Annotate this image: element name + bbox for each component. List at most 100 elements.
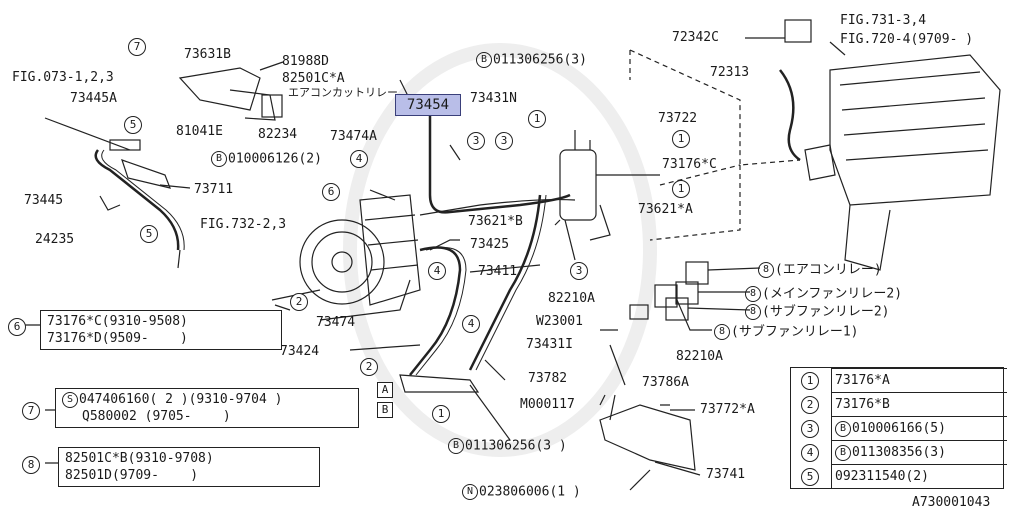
- bracket-73631b: [178, 67, 261, 111]
- legend-bubble-4: 4: [801, 444, 819, 462]
- relay-label-sub-fan-2-text: (サブファンリレー2): [762, 304, 890, 320]
- relay-label-ac: 8(エアコンリレー): [758, 262, 882, 278]
- legend-row-1[interactable]: 73176*A: [831, 368, 1007, 393]
- clip-24235: [99, 195, 121, 211]
- leader-73711: [159, 184, 191, 189]
- pipe-73445-inner: [101, 149, 185, 251]
- leader-81988d: [259, 61, 284, 71]
- leader-73411: [469, 264, 541, 273]
- note-8-line-1: 82501C*B(9310-9708): [65, 451, 214, 466]
- relay-label-sub-fan-1: 8(サブファンリレー1): [714, 324, 858, 340]
- callout-2-bottom: 2: [360, 358, 378, 376]
- callout-3-left: 3: [467, 132, 485, 150]
- hose-73424: [409, 246, 462, 376]
- legend-bubble-1: 1: [801, 372, 819, 390]
- label-73425: 73425: [470, 237, 510, 252]
- relay-label-ac-text: (エアコンリレー): [775, 262, 882, 278]
- ref-dash-3: [649, 164, 741, 241]
- ref-dash-1: [629, 49, 801, 166]
- fig-073-ref[interactable]: FIG.073-1,2,3: [12, 70, 114, 85]
- drawing-id: A730001043: [912, 495, 991, 510]
- leader-bolt-bottom: [469, 384, 511, 441]
- note-6-line-1: 73176*C(9310-9508): [47, 314, 188, 329]
- bracket-81041e: [229, 89, 276, 121]
- callout-1-bottom: 1: [432, 405, 450, 423]
- nut-023806006-text: 023806006(1 ): [479, 484, 581, 500]
- relay-leaders: [676, 267, 761, 331]
- relay-sub-fan-1: [654, 284, 678, 308]
- label-73424: 73424: [280, 344, 320, 359]
- leader-73424: [349, 344, 421, 351]
- callout-3-bottom: 3: [570, 262, 588, 280]
- label-73176c: 73176*C: [662, 157, 717, 172]
- note-7-bubble: 7: [22, 402, 40, 420]
- callout-5-bottom: 5: [140, 225, 158, 243]
- relay-label-sub-fan-2: 8(サブファンリレー2): [745, 304, 889, 320]
- leader-nut: [629, 469, 651, 491]
- watermark-shape: [343, 43, 657, 457]
- relay-82234: [261, 94, 283, 118]
- note-7-line-2: Q580002 (9705- ): [82, 409, 231, 424]
- note-6-bubble: 6: [8, 318, 26, 336]
- highlighted-part-73454[interactable]: 73454: [395, 94, 461, 116]
- circle-b-marker: B: [476, 52, 492, 68]
- label-m000117: M000117: [520, 397, 575, 412]
- fig-720-ref[interactable]: FIG.720-4(9709- ): [840, 32, 974, 47]
- note-6-line-2: 73176*D(9509- ): [47, 331, 188, 346]
- legend-row-2[interactable]: 73176*B: [831, 392, 1007, 417]
- callout-7: 7: [128, 38, 146, 56]
- relay-label-main-fan-2-text: (メインファンリレー2): [762, 286, 903, 302]
- bracket-73711: [121, 159, 171, 189]
- label-73445: 73445: [24, 193, 64, 208]
- leader-73621b: [554, 219, 561, 226]
- label-24235: 24235: [35, 232, 75, 247]
- marker-a: A: [377, 382, 393, 398]
- drier-pipes: [574, 130, 591, 150]
- callout-4-top: 4: [350, 150, 368, 168]
- bracket-73741-detail: [609, 394, 670, 421]
- leader-73425: [429, 239, 460, 251]
- fig-732-ref[interactable]: FIG.732-2,3: [200, 217, 287, 232]
- label-w23001: W23001: [536, 314, 583, 329]
- circle-8-marker: 8: [758, 262, 774, 278]
- label-82501ca: 82501C*A: [282, 71, 345, 86]
- relay-main-fan-2: [675, 281, 699, 305]
- callout-6: 6: [322, 183, 340, 201]
- label-73621a: 73621*A: [638, 202, 693, 217]
- label-72342c: 72342C: [672, 30, 719, 45]
- leader-73782: [484, 359, 506, 381]
- evaporator-unit: [829, 54, 1001, 206]
- relay-label-main-fan-2: 8(メインファンリレー2): [745, 286, 902, 302]
- label-73711: 73711: [194, 182, 234, 197]
- label-73741: 73741: [706, 467, 746, 482]
- label-73621b: 73621*B: [468, 214, 523, 229]
- circle-b-marker: B: [448, 438, 464, 454]
- relay-82210a: [629, 304, 649, 320]
- callout-5-top: 5: [124, 116, 142, 134]
- leader-73786a: [609, 344, 626, 386]
- label-73782: 73782: [528, 371, 568, 386]
- bolt-011306256-top-text: 011306256(3): [493, 52, 587, 68]
- label-82234: 82234: [258, 127, 298, 142]
- label-73411: 73411: [478, 264, 518, 279]
- legend-divider: [831, 368, 832, 488]
- legend-row-5[interactable]: 092311540(2): [831, 464, 1007, 489]
- circle-s-marker: S: [62, 391, 78, 408]
- label-82210a-top: 82210A: [548, 291, 595, 306]
- note-8-box: 82501C*B(9310-9708)82501D(9709- ): [58, 447, 320, 487]
- fig-731-ref[interactable]: FIG.731-3,4: [840, 13, 927, 28]
- callout-4-mid: 4: [428, 262, 446, 280]
- label-aircon-cut-relay: エアコンカットリレー: [288, 86, 398, 99]
- circle-b-marker: B: [835, 444, 851, 461]
- legend-bubble-3: 3: [801, 420, 819, 438]
- label-73772a: 73772*A: [700, 402, 755, 417]
- legend-row-4-text: 011308356(3): [852, 445, 946, 460]
